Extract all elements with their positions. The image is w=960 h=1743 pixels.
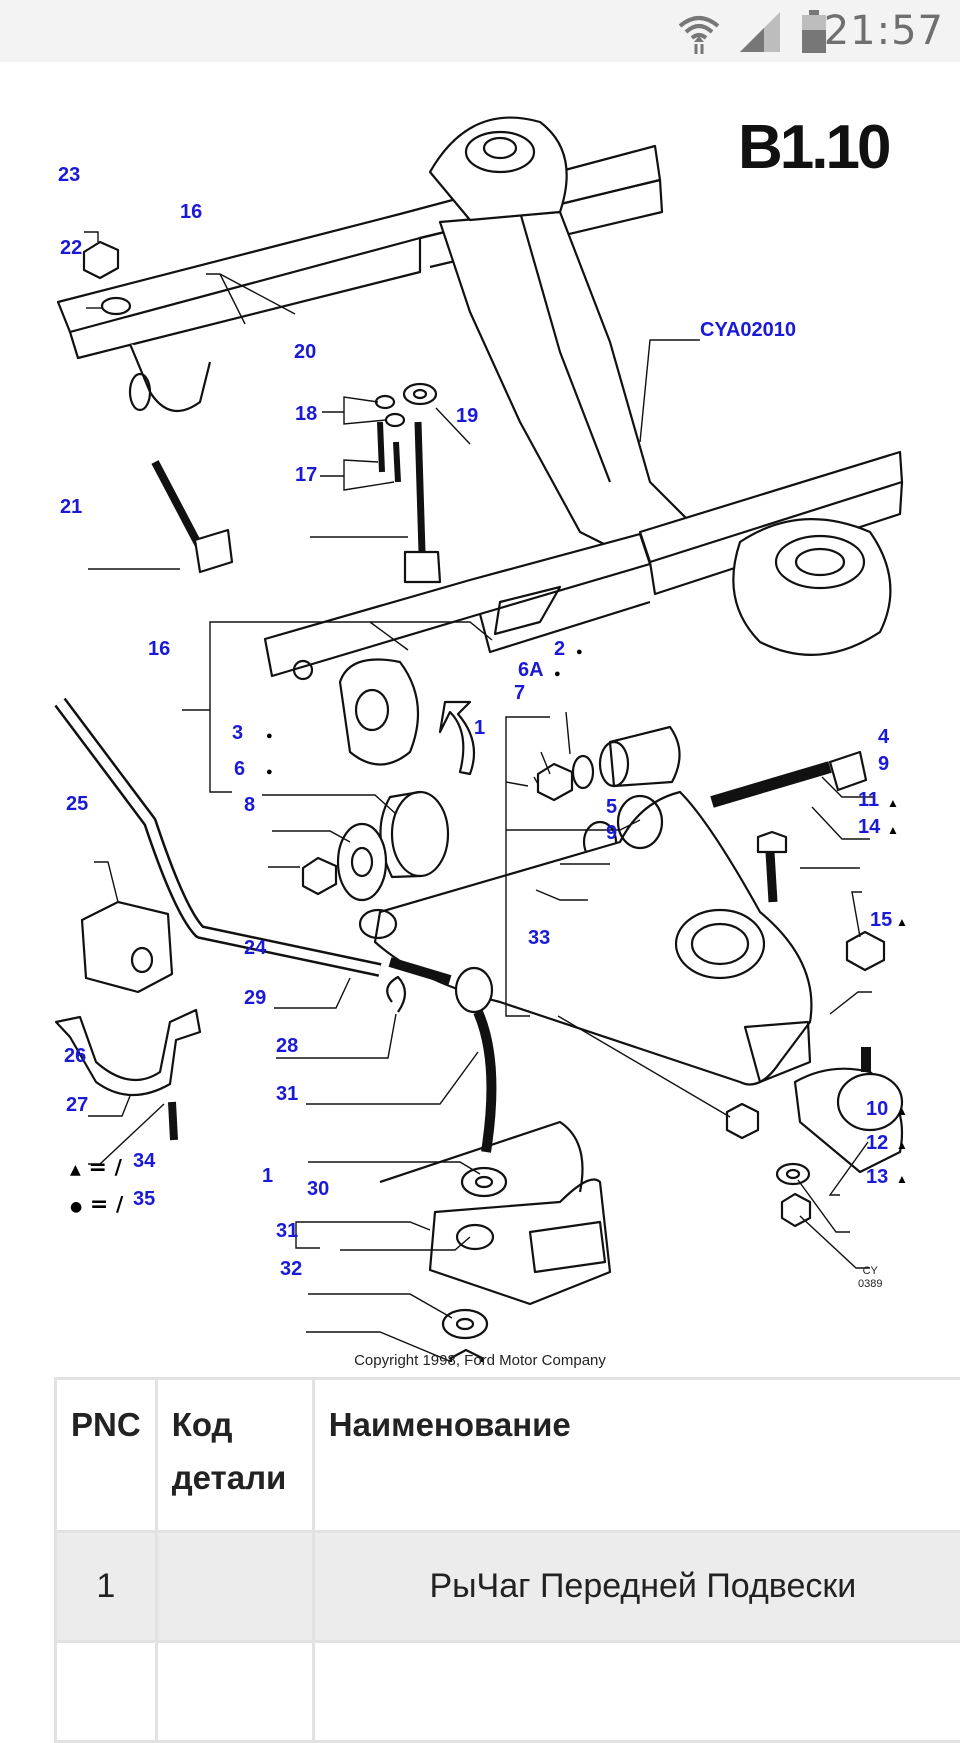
status-bar: 21:57 — [0, 0, 960, 62]
copyright: Copyright 1998, Ford Motor Company — [0, 1352, 960, 1369]
callout[interactable]: 6 — [234, 758, 245, 780]
callout[interactable]: 8 — [244, 794, 255, 816]
legend-equals: = — [90, 1192, 108, 1217]
header-pnc: PNC — [56, 1379, 157, 1532]
callout[interactable]: 14 — [858, 816, 880, 838]
image-ref-line: 0389 — [858, 1278, 882, 1291]
parts-diagram: B1.10 23 22 16 20 18 19 17 21 16 3 6 8 2… — [0, 62, 960, 1362]
callout[interactable]: 1 — [262, 1165, 273, 1187]
table-row[interactable]: 1 РыЧаг Передней Подвески — [56, 1532, 960, 1642]
header-name: Наименование — [313, 1379, 960, 1532]
callout[interactable]: 11 — [858, 789, 879, 811]
image-ref: CY 0389 — [858, 1265, 882, 1291]
legend-symbol: ● — [70, 1199, 82, 1215]
cell-pnc — [56, 1642, 157, 1742]
callout[interactable]: 10 — [866, 1098, 888, 1120]
callout[interactable]: 16 — [180, 201, 202, 223]
triangle-marker: ▲ — [887, 823, 899, 837]
callout[interactable]: 23 — [58, 164, 80, 186]
status-clock: 21:57 — [824, 8, 944, 54]
callout[interactable]: 25 — [66, 793, 88, 815]
callout[interactable]: 12 — [866, 1132, 888, 1154]
callout[interactable]: 33 — [528, 927, 550, 949]
callout[interactable]: 19 — [456, 405, 478, 427]
triangle-marker: ▲ — [896, 1138, 908, 1152]
bullet-marker: ● — [554, 668, 561, 680]
callout[interactable]: 9 — [878, 753, 889, 775]
callout[interactable]: 4 — [878, 726, 889, 748]
page-code: B1.10 — [738, 112, 888, 183]
callout[interactable]: 16 — [148, 638, 170, 660]
triangle-marker: ▲ — [887, 796, 899, 810]
cell-name: РыЧаг Передней Подвески — [313, 1532, 960, 1642]
callout[interactable]: 15 — [870, 909, 892, 931]
callout[interactable]: 3 — [232, 722, 243, 744]
callout[interactable]: 32 — [280, 1258, 302, 1280]
triangle-marker: ▲ — [896, 915, 908, 929]
callout[interactable]: 26 — [64, 1045, 86, 1067]
legend-equals: = — [88, 1155, 106, 1180]
callout[interactable]: 1 — [474, 717, 485, 739]
callout[interactable]: 24 — [244, 937, 266, 959]
header-code: Код детали — [156, 1379, 313, 1532]
callout[interactable]: 28 — [276, 1035, 298, 1057]
legend-symbol: ▲ — [70, 1162, 81, 1178]
image-ref-line: CY — [858, 1265, 882, 1278]
legend-number[interactable]: 34 — [133, 1150, 155, 1172]
callout[interactable]: 22 — [60, 237, 82, 259]
table-row[interactable] — [56, 1642, 960, 1742]
triangle-marker: ▲ — [896, 1172, 908, 1186]
callout[interactable]: 5 — [606, 796, 617, 818]
callout[interactable]: 31 — [276, 1220, 298, 1242]
callout[interactable]: 13 — [866, 1166, 888, 1188]
triangle-marker: ▲ — [896, 1104, 908, 1118]
parts-table: PNC Код детали Наименование 1 РыЧаг Пере… — [54, 1377, 960, 1743]
bullet-marker: ● — [576, 646, 583, 658]
callout[interactable]: 21 — [60, 496, 82, 518]
callout[interactable]: 31 — [276, 1083, 298, 1105]
callout[interactable]: 29 — [244, 987, 266, 1009]
legend-bullet: ● = / — [70, 1192, 123, 1217]
bullet-marker: ● — [266, 730, 273, 742]
wifi-icon — [676, 10, 722, 54]
cell-code — [156, 1532, 313, 1642]
callout[interactable]: 6A — [518, 659, 544, 681]
bullet-marker: ● — [266, 766, 273, 778]
legend-number[interactable]: 35 — [133, 1188, 155, 1210]
callout[interactable]: 30 — [307, 1178, 329, 1200]
table-header-row: PNC Код детали Наименование — [56, 1379, 960, 1532]
callout[interactable]: 18 — [295, 403, 317, 425]
signal-icon — [738, 10, 784, 54]
cell-pnc: 1 — [56, 1532, 157, 1642]
cell-code — [156, 1642, 313, 1742]
callout[interactable]: 9 — [606, 822, 617, 844]
cell-name — [313, 1642, 960, 1742]
callout[interactable]: 17 — [295, 464, 317, 486]
ref-code[interactable]: CYA02010 — [700, 319, 796, 341]
legend-triangle: ▲ = / — [70, 1155, 122, 1180]
callout[interactable]: 7 — [514, 682, 525, 704]
callout[interactable]: 20 — [294, 341, 316, 363]
callout[interactable]: 2 — [554, 638, 565, 660]
callout[interactable]: 27 — [66, 1094, 88, 1116]
